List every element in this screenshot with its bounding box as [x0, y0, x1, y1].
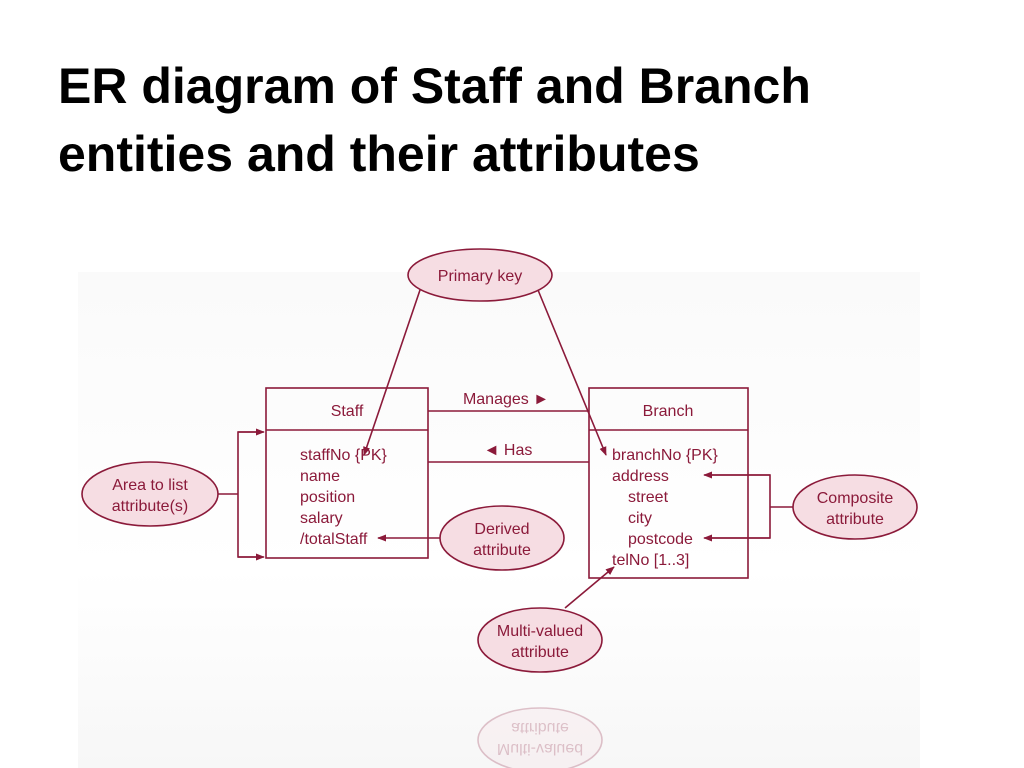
reflection-ellipse — [477, 707, 603, 768]
derived-label-line-1: Derived — [474, 521, 529, 538]
composite-label-line-2: attribute — [826, 511, 884, 528]
multivalued-label-line-2: attribute — [511, 644, 569, 661]
composite-bracket — [706, 474, 771, 539]
staff-attribute: position — [300, 489, 355, 506]
branch-attribute: address — [612, 468, 669, 485]
staff-entity-box — [265, 387, 429, 559]
primary-key-callout — [407, 248, 553, 302]
staff-attribute: staffNo {PK} — [300, 447, 388, 464]
has-label: ◄ Has — [484, 442, 533, 459]
staff-attribute: salary — [300, 510, 343, 527]
area-label-line-2: attribute(s) — [112, 498, 188, 515]
primary-key-label: Primary key — [438, 268, 522, 285]
branch-attribute: postcode — [628, 531, 693, 548]
multi-valued-attribute-callout — [477, 607, 603, 673]
branch-attribute: branchNo {PK} — [612, 447, 719, 464]
primary-key-arrow-branch — [537, 289, 607, 456]
branch-entity-name: Branch — [643, 403, 694, 420]
composite-label-line-1: Composite — [817, 490, 894, 507]
slide-title: ER diagram of Staff and Branch entities … — [58, 52, 998, 188]
slide-title-line-1: ER diagram of Staff and Branch — [58, 58, 811, 114]
staff-attribute: name — [300, 468, 340, 485]
branch-attribute: telNo [1..3] — [612, 552, 689, 569]
attribute-area-bracket — [237, 431, 262, 558]
branch-entity-box — [588, 387, 749, 579]
derived-label-line-2: attribute — [473, 542, 531, 559]
manages-label: Manages ► — [463, 391, 549, 408]
area-label-line-1: Area to list — [112, 477, 188, 494]
branch-attribute: city — [628, 510, 652, 527]
staff-attribute: /totalStaff — [300, 531, 368, 548]
staff-entity-name: Staff — [331, 403, 364, 420]
multivalued-label-line-1: Multi-valued — [497, 623, 583, 640]
diagram-reflection: Multi-valued attribute — [477, 707, 603, 768]
reflection-label-line-2: attribute — [511, 719, 569, 736]
multivalued-attribute-arrow — [564, 566, 615, 609]
slide-title-line-2: entities and their attributes — [58, 126, 700, 182]
reflection-label-line-1: Multi-valued — [497, 740, 583, 757]
branch-attribute: street — [628, 489, 669, 506]
area-to-list-callout — [81, 461, 219, 527]
primary-key-arrow-staff — [363, 289, 421, 456]
derived-attribute-callout — [439, 505, 565, 571]
composite-attribute-callout — [792, 474, 918, 540]
